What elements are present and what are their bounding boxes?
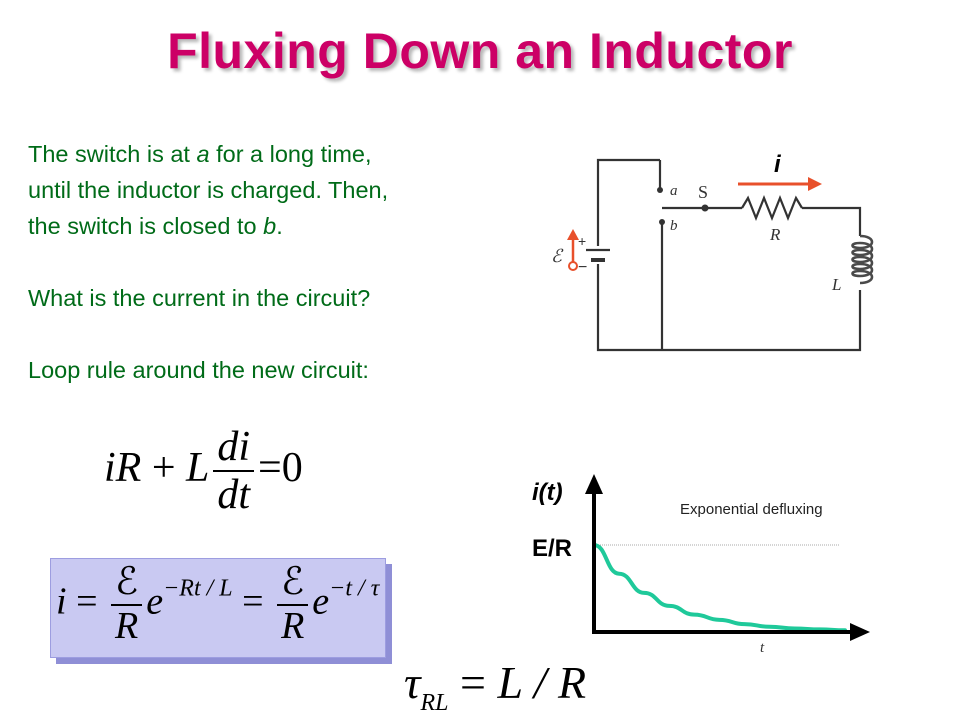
resistor-zigzag — [741, 195, 803, 221]
y-tick-label-er: E/R — [532, 535, 572, 562]
x-axis-label: t — [760, 640, 765, 656]
battery-minus: − — [578, 259, 587, 276]
emf-label: ℰ — [551, 246, 564, 266]
switch-label: S — [698, 182, 708, 202]
contact-a — [657, 187, 663, 193]
wire-loop-outer — [596, 158, 862, 352]
y-axis-arrowhead — [585, 474, 603, 494]
paragraph-line-2: until the inductor is charged. Then, — [28, 177, 389, 203]
emf-arrow-head — [567, 229, 579, 240]
inductor-label: L — [831, 275, 841, 294]
paragraph-line-1: The switch is at a for a long time, — [28, 141, 372, 167]
decay-curve — [592, 543, 847, 633]
slide-title: Fluxing Down an Inductor — [167, 23, 793, 79]
decay-series — [592, 543, 847, 633]
circuit-wires — [596, 158, 874, 352]
question-line: What is the current in the circuit? — [28, 285, 371, 311]
contact-b — [659, 219, 665, 225]
switch-b-label: b — [670, 218, 678, 234]
inductor-coil — [851, 234, 874, 285]
emf-arrow-tail — [568, 261, 578, 271]
current-arrow-head — [808, 177, 822, 191]
explanation-text: The switch is at a for a long time, unti… — [28, 136, 528, 388]
wire-to-inductor — [802, 206, 862, 236]
current-label: i — [774, 151, 782, 178]
x-axis-arrowhead — [850, 623, 870, 641]
loop-rule-line: Loop rule around the new circuit: — [28, 357, 369, 383]
resistor-label: R — [769, 225, 781, 244]
battery-plus: + — [578, 233, 586, 249]
time-constant-equation: τRL = L / R — [404, 657, 587, 716]
battery — [586, 246, 610, 264]
paragraph-line-3: the switch is closed to b. — [28, 213, 283, 239]
switch-a-label: a — [670, 183, 678, 199]
boxed-equation — [50, 558, 386, 658]
y-axis-label: i(t) — [532, 479, 563, 506]
switch-pivot — [701, 204, 709, 212]
chart-annotation: Exponential defluxing — [680, 501, 823, 518]
